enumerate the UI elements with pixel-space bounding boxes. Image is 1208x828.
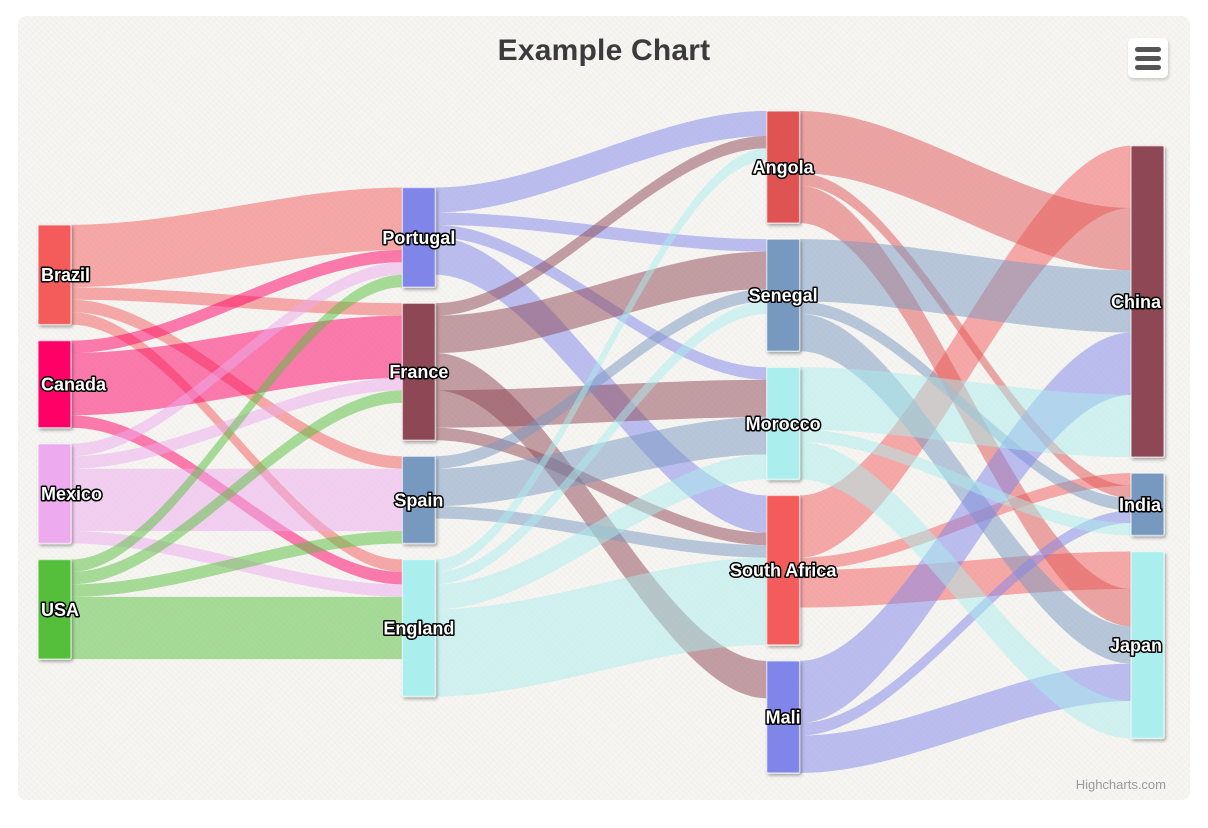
link-france-senegal[interactable] xyxy=(435,251,767,354)
node-china[interactable] xyxy=(1130,144,1165,458)
node-india[interactable] xyxy=(1130,472,1165,537)
nodes-layer xyxy=(37,110,1165,774)
link-morocco-japan[interactable] xyxy=(799,442,1131,739)
link-spain-senegal[interactable] xyxy=(435,288,767,469)
link-england-angola[interactable] xyxy=(435,148,767,572)
node-japan[interactable] xyxy=(1130,550,1165,740)
node-mali[interactable] xyxy=(765,660,801,774)
link-mexico-spain[interactable] xyxy=(71,468,403,531)
hamburger-bar xyxy=(1135,64,1161,70)
node-france[interactable] xyxy=(401,302,437,441)
links-layer xyxy=(71,111,1131,773)
link-portugal-angola[interactable] xyxy=(435,111,767,213)
link-france-south-africa[interactable] xyxy=(435,427,767,546)
link-morocco-india[interactable] xyxy=(799,429,1131,536)
node-south-africa[interactable] xyxy=(765,494,801,646)
hamburger-bar xyxy=(1135,55,1161,61)
node-england[interactable] xyxy=(401,558,437,698)
node-angola[interactable] xyxy=(765,110,801,224)
link-brazil-england[interactable] xyxy=(71,312,403,572)
link-usa-portugal[interactable] xyxy=(71,274,403,572)
link-brazil-portugal[interactable] xyxy=(71,187,403,288)
node-spain[interactable] xyxy=(401,455,437,545)
link-morocco-china[interactable] xyxy=(799,367,1131,458)
link-spain-morocco[interactable] xyxy=(435,417,767,507)
hamburger-bar xyxy=(1135,46,1161,52)
link-angola-india[interactable] xyxy=(799,173,1131,499)
node-brazil[interactable] xyxy=(37,224,72,326)
node-morocco[interactable] xyxy=(765,366,801,481)
link-angola-china[interactable] xyxy=(799,111,1131,271)
link-mali-india[interactable] xyxy=(799,510,1131,736)
link-mexico-portugal[interactable] xyxy=(71,262,403,457)
link-england-senegal[interactable] xyxy=(435,301,767,585)
link-canada-portugal[interactable] xyxy=(71,249,403,354)
node-canada[interactable] xyxy=(37,339,72,429)
node-mexico[interactable] xyxy=(37,443,72,545)
link-usa-spain[interactable] xyxy=(71,530,403,597)
chart-title: Example Chart xyxy=(497,34,711,67)
link-england-morocco[interactable] xyxy=(435,454,767,610)
link-usa-france[interactable] xyxy=(71,390,403,585)
chart-context-menu-button[interactable] xyxy=(1128,38,1168,78)
node-portugal[interactable] xyxy=(401,186,437,288)
highcharts-credits-link[interactable]: Highcharts.com xyxy=(1075,777,1166,792)
link-senegal-china[interactable] xyxy=(799,239,1131,333)
link-usa-england[interactable] xyxy=(71,596,403,660)
link-england-south-africa[interactable] xyxy=(435,557,767,697)
link-france-angola[interactable] xyxy=(435,135,767,316)
node-senegal[interactable] xyxy=(765,238,801,352)
link-canada-france[interactable] xyxy=(71,315,403,416)
node-usa[interactable] xyxy=(37,558,72,660)
link-france-morocco[interactable] xyxy=(435,379,767,428)
